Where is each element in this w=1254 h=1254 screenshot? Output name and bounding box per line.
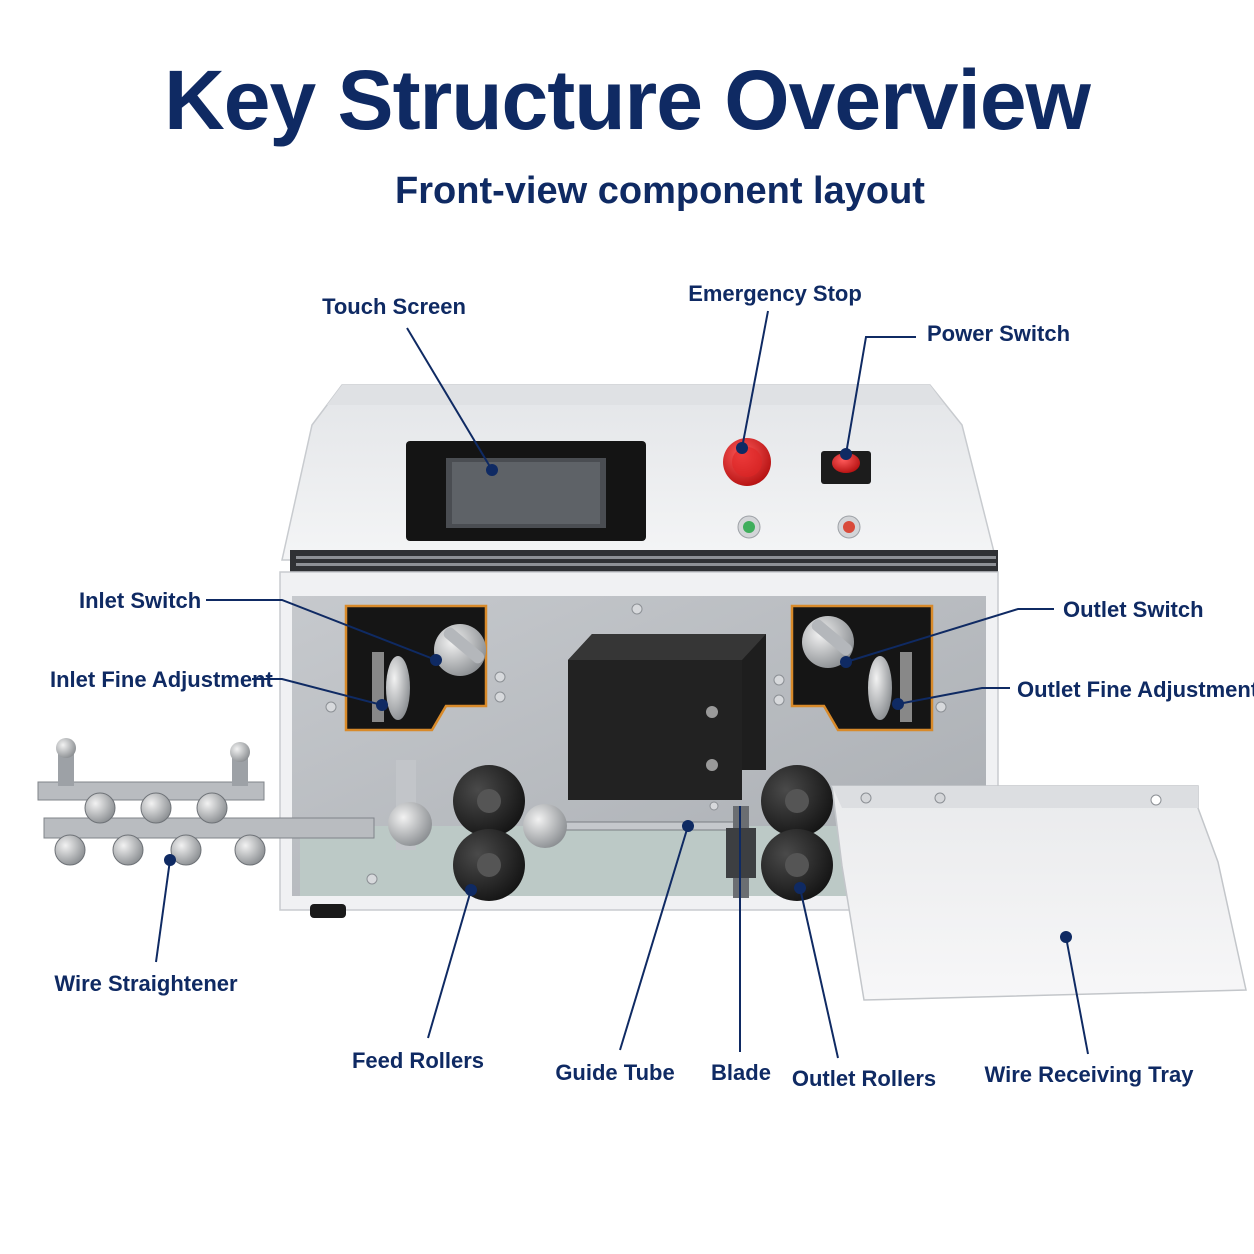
label-guide-tube: Guide Tube — [555, 1060, 674, 1085]
touch-screen[interactable] — [406, 441, 646, 541]
guide-tube — [523, 804, 741, 848]
indicator-lamps — [737, 515, 861, 539]
inlet-guide-holder — [388, 760, 432, 850]
label-inlet-fine-adjustment: Inlet Fine Adjustment — [50, 667, 274, 692]
label-blade: Blade — [711, 1060, 771, 1085]
inlet-module — [344, 604, 488, 732]
feed-rollers — [453, 765, 525, 901]
marker-inlet-fine-adjustment — [376, 699, 388, 711]
leader-inlet-fine-adjustment — [252, 678, 383, 706]
callout-labels: Touch Screen Emergency Stop Power Switch… — [50, 281, 1254, 1091]
inlet-switch-knob[interactable] — [434, 624, 486, 676]
marker-wire-straightener — [164, 854, 176, 866]
leader-wire-straightener — [155, 859, 171, 963]
leader-guide-tube — [619, 825, 689, 1051]
leader-emergency-stop — [741, 310, 769, 449]
leader-outlet-fine-adjustment — [897, 687, 1010, 705]
vent-slots — [296, 556, 996, 566]
label-inlet-switch: Inlet Switch — [79, 588, 201, 613]
page-title: Key Structure Overview — [164, 53, 1091, 147]
marker-power-switch — [840, 448, 852, 460]
leader-lines — [155, 310, 1089, 1059]
label-emergency-stop: Emergency Stop — [688, 281, 862, 306]
page-subtitle: Front-view component layout — [395, 170, 925, 212]
leader-outlet-switch — [845, 608, 1054, 663]
label-outlet-fine-adjustment: Outlet Fine Adjustment — [1017, 677, 1254, 702]
marker-outlet-rollers — [794, 882, 806, 894]
marker-outlet-switch — [840, 656, 852, 668]
label-power-switch: Power Switch — [927, 321, 1070, 346]
label-outlet-rollers: Outlet Rollers — [792, 1066, 936, 1091]
leader-inlet-switch — [206, 599, 437, 661]
label-wire-straightener: Wire Straightener — [54, 971, 238, 996]
wire-straightener — [37, 738, 375, 866]
marker-touch-screen — [486, 464, 498, 476]
wire-receiving-tray — [831, 785, 1247, 1001]
label-touch-screen: Touch Screen — [322, 294, 466, 319]
marker-outlet-fine-adjustment — [892, 698, 904, 710]
outlet-rollers — [761, 765, 833, 901]
hood-vent-band — [327, 385, 945, 405]
label-wire-receiving-tray: Wire Receiving Tray — [985, 1062, 1195, 1087]
leader-outlet-rollers — [799, 887, 839, 1059]
vent-strip — [290, 550, 998, 572]
label-feed-rollers: Feed Rollers — [352, 1048, 484, 1073]
marker-wire-receiving-tray — [1060, 931, 1072, 943]
panel-screws — [325, 603, 947, 885]
inlet-fine-adjustment-wheel[interactable] — [372, 652, 410, 722]
leader-power-switch — [845, 336, 916, 455]
power-switch[interactable] — [821, 451, 871, 484]
marker-guide-tube — [682, 820, 694, 832]
leader-wire-receiving-tray — [1065, 936, 1089, 1055]
emergency-stop-button[interactable] — [723, 438, 771, 486]
foot-left — [310, 904, 346, 918]
marker-feed-rollers — [465, 884, 477, 896]
outlet-switch-knob[interactable] — [802, 616, 854, 668]
leader-feed-rollers — [427, 889, 472, 1039]
marker-emergency-stop — [736, 442, 748, 454]
cutter-box — [568, 634, 766, 800]
leader-touch-screen — [406, 327, 493, 471]
marker-inlet-switch — [430, 654, 442, 666]
label-outlet-switch: Outlet Switch — [1063, 597, 1204, 622]
